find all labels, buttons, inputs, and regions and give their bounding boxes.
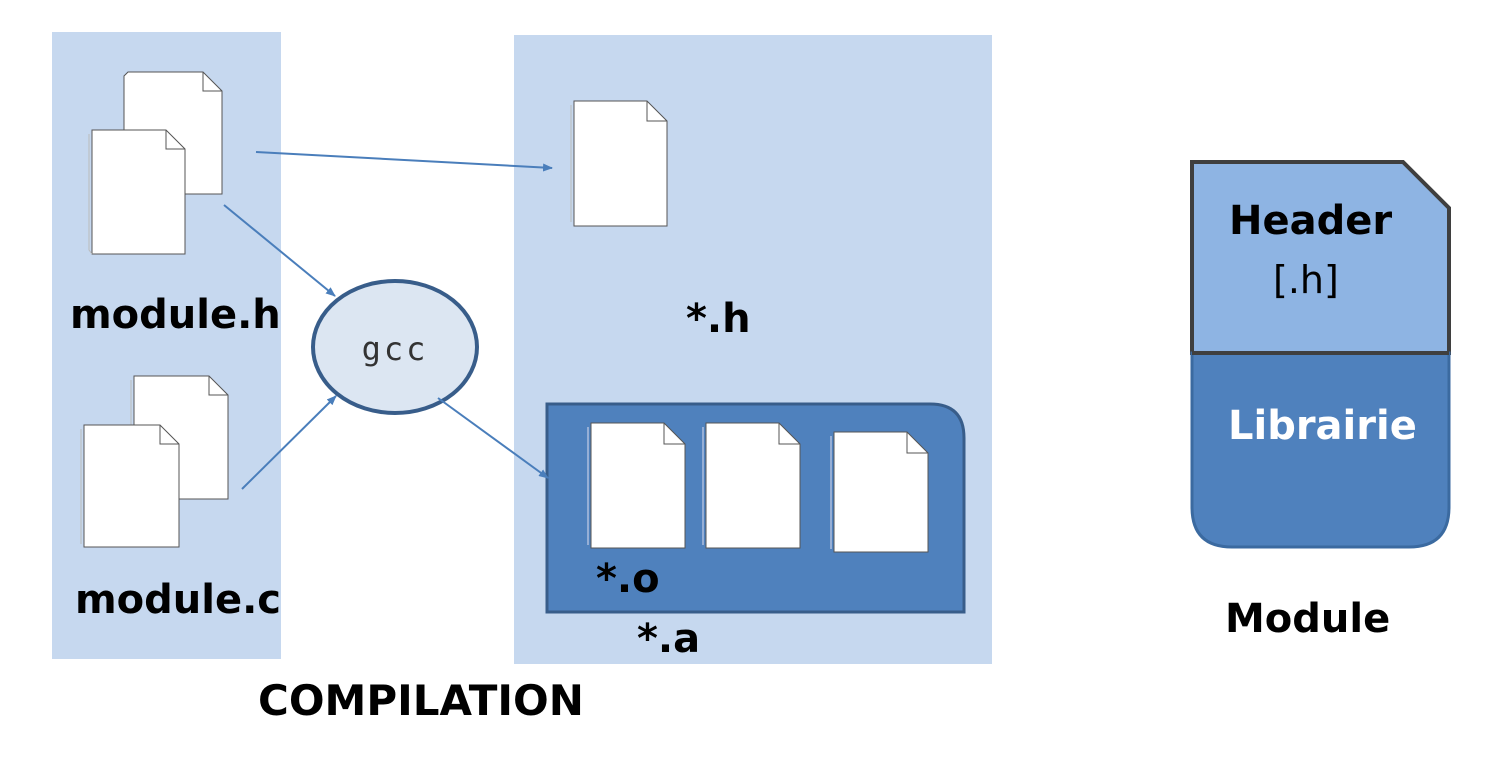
header-file-front-icon (88, 129, 186, 255)
output-header-file-icon (570, 100, 668, 227)
headers-output-label: *.h (686, 296, 751, 342)
module-caption: Module (1225, 596, 1391, 642)
arrow-gcc-to-archive (437, 397, 549, 479)
source-file-front-icon (80, 424, 180, 548)
arrow-source-to-gcc (241, 395, 337, 490)
arrow-header-to-output (255, 151, 553, 172)
gcc-node (311, 279, 479, 415)
module-header-extension: [.h] (1273, 258, 1339, 302)
object-file-1-icon (587, 422, 686, 549)
module-library-block (1190, 351, 1451, 549)
module-header-block (1190, 160, 1451, 355)
gcc-label: gcc (362, 330, 429, 368)
archive-output-label: *.a (637, 616, 701, 662)
compilation-caption: COMPILATION (258, 676, 584, 725)
arrow-header-to-gcc (223, 204, 336, 297)
object-file-2-icon (702, 422, 801, 549)
module-library-title: Librairie (1228, 403, 1417, 449)
header-source-label: module.h (70, 292, 281, 338)
object-file-3-icon (830, 431, 929, 553)
c-source-label: module.c (75, 577, 282, 623)
objects-output-label: *.o (596, 556, 660, 602)
module-header-title: Header (1229, 198, 1393, 244)
